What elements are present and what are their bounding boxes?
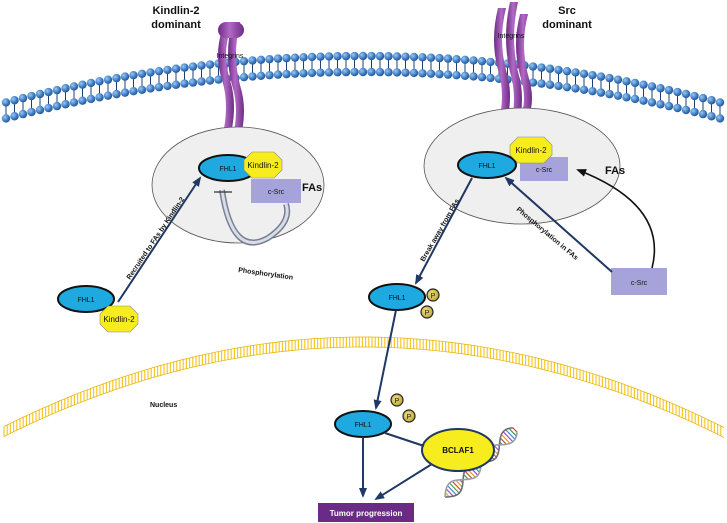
phosphorylation-label: Phosphorylation [238, 267, 294, 282]
fhl1-left-cytoplasm [57, 285, 115, 313]
phospho-marker-4-label: P [407, 414, 412, 421]
nucleus-label: Nucleus [150, 402, 177, 409]
integrins-label-right: Integrins [498, 33, 525, 40]
integrins-label-left: Integrins [217, 53, 244, 60]
tumor-progression-label: Tumor progression [330, 509, 403, 518]
fas-label-right: FAs [605, 165, 625, 177]
csrc-right-outside [611, 268, 667, 295]
phospho-marker-1-label: P [431, 293, 436, 300]
bclaf1-label: BCLAF1 [442, 446, 474, 455]
fhl1-left-cytoplasm-label: FHL1 [77, 297, 94, 304]
phospho-marker-3 [390, 393, 404, 407]
phospho-marker-1 [426, 288, 440, 302]
tumor-progression-box [318, 503, 414, 522]
recruitment-arrow [117, 176, 202, 303]
break-away-arrow [415, 177, 473, 285]
phospho-marker-4 [402, 409, 416, 423]
cell-membrane [1, 51, 725, 123]
header-left-line2: dominant [151, 19, 201, 31]
kindlin2-left-fa [243, 151, 283, 179]
csrc-right-fa-label: c-Src [536, 167, 553, 174]
nuclear-membrane [3, 336, 725, 438]
fhl1-right-fa-label: FHL1 [478, 163, 495, 170]
bclaf1 [421, 428, 495, 472]
csrc-left-label: c-Src [268, 189, 285, 196]
csrc-activation-arrow [576, 169, 656, 269]
focal-adhesion-left [151, 126, 325, 244]
fas-label-left: FAs [302, 182, 322, 194]
kindlin2-right-fa [509, 136, 553, 164]
csrc-right-outside-label: c-Src [631, 280, 648, 287]
bclaf1-to-tumor-arrow [374, 463, 433, 501]
header-right-line2: dominant [542, 19, 592, 31]
phospho-marker-2 [420, 305, 434, 319]
break-away-label: Break away from FAs [420, 198, 462, 263]
header-left-line1: Kindlin-2 [152, 5, 199, 17]
fhl1-phospho-cytoplasm-label: FHL1 [388, 295, 405, 302]
phospho-marker-2-label: P [425, 310, 430, 317]
nuclear-translocation-arrow [373, 309, 397, 410]
phospho-marker-3-label: P [395, 398, 400, 405]
csrc-left [251, 179, 301, 203]
header-right-line1: Src [558, 5, 576, 17]
fhl1-right-fa [457, 151, 517, 179]
kindlin2-right-fa-label: Kindlin-2 [515, 146, 547, 155]
fhl1-nucleus-label: FHL1 [354, 422, 371, 429]
kindlin2-left-cytoplasm [99, 305, 139, 333]
phospho-in-fas-arrow [504, 176, 613, 273]
fhl1-left-fa-label: FHL1 [219, 166, 236, 173]
fhl1-phospho-cytoplasm [368, 283, 426, 311]
fhl1-bclaf1-link [384, 431, 425, 448]
recruited-label: Recruited to FAs by Kindlin-2 [126, 196, 186, 281]
kindlin2-left-cytoplasm-label: Kindlin-2 [103, 315, 135, 324]
integrin-left: Integrins [217, 22, 244, 140]
integrin-right: Integrins [494, 2, 532, 128]
kindlin2-left-fa-label: Kindlin-2 [247, 161, 279, 170]
